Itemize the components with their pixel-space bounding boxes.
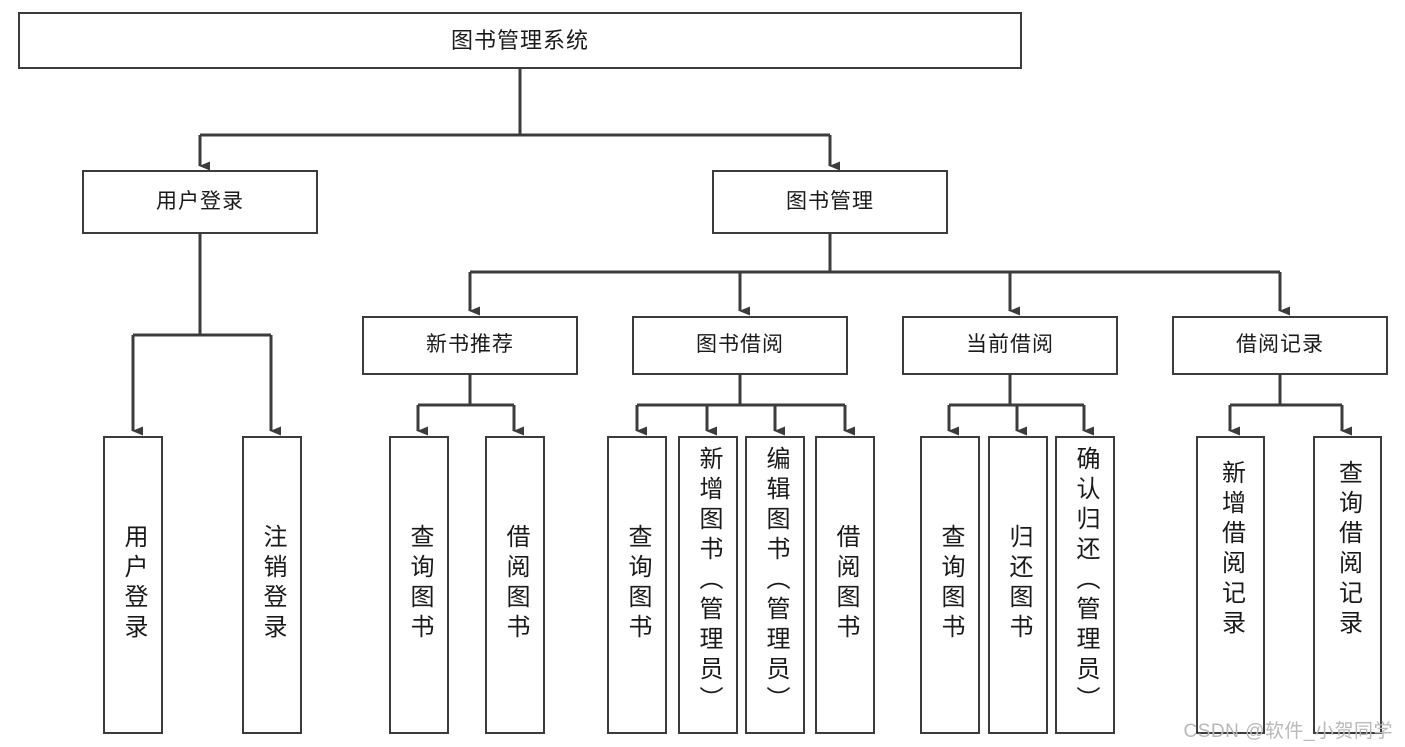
leaf-book-borrow-query-books[interactable]: 查询图书 [607, 436, 667, 734]
node-label: 用户登录 [156, 189, 244, 213]
node-label: 新增图书（管理员） [695, 446, 722, 716]
leaf-book-borrow-edit-book-admin[interactable]: 编辑图书（管理员） [745, 436, 805, 734]
node-label: 图书管理系统 [450, 27, 589, 53]
node-user-login[interactable]: 用户登录 [82, 170, 318, 234]
leaf-current-borrow-return-books[interactable]: 归还图书 [988, 436, 1048, 734]
leaf-new-book-query-books[interactable]: 查询图书 [389, 436, 449, 734]
node-borrowing-record[interactable]: 借阅记录 [1172, 316, 1388, 375]
node-current-borrowing[interactable]: 当前借阅 [902, 316, 1118, 375]
node-label: 注销登录 [259, 524, 286, 644]
node-label: 图书管理 [786, 189, 874, 213]
leaf-book-borrow-borrow-books[interactable]: 借阅图书 [815, 436, 875, 734]
csdn-watermark: CSDN @软件_小贺同学 [1183, 721, 1393, 742]
node-book-management[interactable]: 图书管理 [712, 170, 948, 234]
leaf-current-borrow-query-books[interactable]: 查询图书 [920, 436, 980, 734]
node-label: 借阅图书 [502, 524, 529, 644]
leaf-borrow-record-add-record[interactable]: 新增借阅记录 [1196, 436, 1265, 734]
node-label: 查询图书 [624, 524, 651, 644]
node-label: 当前借阅 [966, 333, 1054, 357]
leaf-book-borrow-add-book-admin[interactable]: 新增图书（管理员） [678, 436, 738, 734]
node-book-borrowing[interactable]: 图书借阅 [632, 316, 848, 375]
leaf-new-book-borrow-books[interactable]: 借阅图书 [485, 436, 545, 734]
node-label: 新增借阅记录 [1217, 460, 1245, 640]
node-label: 编辑图书（管理员） [762, 446, 789, 716]
leaf-user-login-logout[interactable]: 注销登录 [242, 436, 302, 734]
leaf-current-borrow-confirm-return-admin[interactable]: 确认归还（管理员） [1055, 436, 1115, 734]
node-label: 图书借阅 [696, 333, 784, 357]
node-label: 借阅记录 [1236, 333, 1324, 357]
leaf-borrow-record-query-record[interactable]: 查询借阅记录 [1313, 436, 1382, 734]
node-label: 查询借阅记录 [1334, 460, 1362, 640]
node-label: 查询图书 [937, 524, 964, 644]
node-label: 借阅图书 [832, 524, 859, 644]
node-new-book-recommendation[interactable]: 新书推荐 [362, 316, 578, 375]
node-label: 用户登录 [120, 524, 147, 644]
node-label: 查询图书 [406, 524, 433, 644]
leaf-user-login-login[interactable]: 用户登录 [103, 436, 163, 734]
node-label: 新书推荐 [426, 333, 514, 357]
node-label: 确认归还（管理员） [1072, 446, 1099, 716]
node-label: 归还图书 [1005, 524, 1032, 644]
node-root-book-management-system[interactable]: 图书管理系统 [18, 12, 1022, 69]
